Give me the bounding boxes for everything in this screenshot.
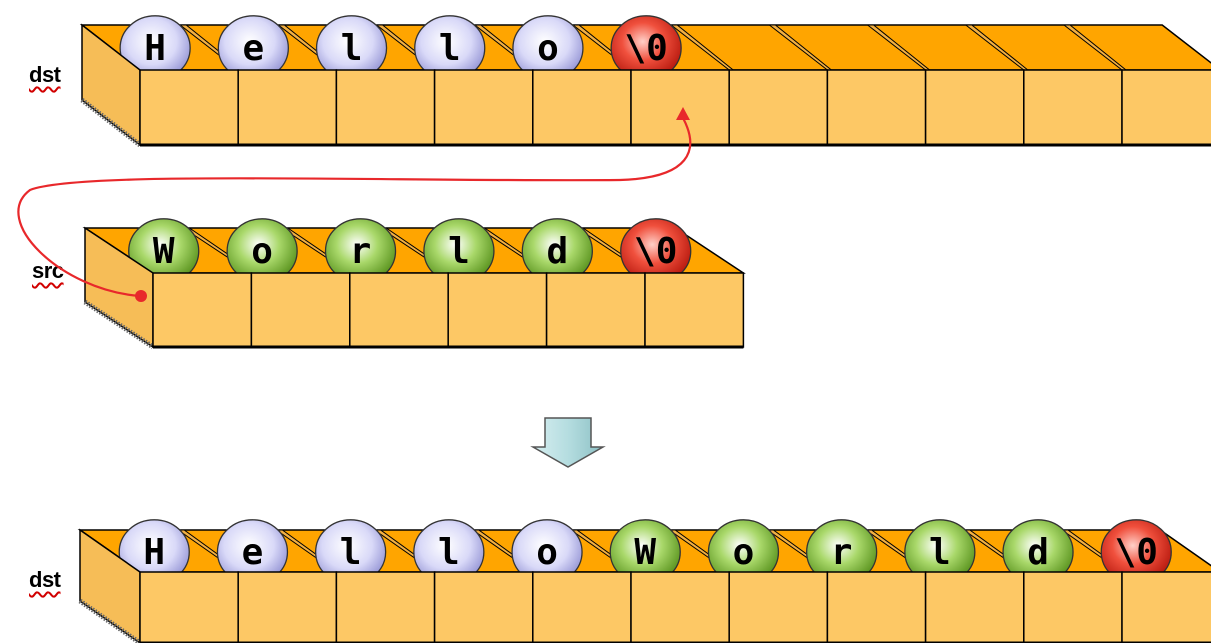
- copy-arrow-start-dot: [135, 290, 147, 302]
- dst-after-cell-0: [140, 572, 238, 643]
- down-arrow-icon: [533, 418, 603, 467]
- src-cell-1: [251, 273, 349, 347]
- char-label: r: [831, 532, 853, 573]
- char-label: \0: [634, 231, 677, 272]
- char-label: W: [153, 231, 175, 272]
- dst-before-cell-9: [1024, 70, 1122, 145]
- char-label: d: [1027, 532, 1049, 573]
- dst-before-cell-6: [729, 70, 827, 145]
- char-label: l: [340, 532, 362, 573]
- src-cell-2: [350, 273, 448, 347]
- dst-before-cell-2: [336, 70, 434, 145]
- dst-before-cell-8: [926, 70, 1024, 145]
- down-arrow-shape: [533, 418, 603, 467]
- dst-after-cell-4: [533, 572, 631, 643]
- char-label: H: [143, 532, 165, 573]
- char-label: l: [341, 28, 363, 69]
- dst-before-cell-5: [631, 70, 729, 145]
- dst-after-cell-1: [238, 572, 336, 643]
- char-label: e: [242, 532, 264, 573]
- dst-before-cell-7: [827, 70, 925, 145]
- dst-before-cell-4: [533, 70, 631, 145]
- dst-after-cell-8: [926, 572, 1024, 643]
- dst-before-cell-1: [238, 70, 336, 145]
- char-label: e: [243, 28, 265, 69]
- char-label: d: [546, 231, 568, 272]
- src-cell-3: [448, 273, 546, 347]
- char-label: r: [350, 231, 372, 272]
- dst-after-cell-3: [435, 572, 533, 643]
- char-label: o: [537, 28, 559, 69]
- dst-after-cell-7: [827, 572, 925, 643]
- char-label: o: [536, 532, 558, 573]
- dst-after-cell-2: [336, 572, 434, 643]
- dst-after-cell-10: [1122, 572, 1211, 643]
- dst-before-cell-0: [140, 70, 238, 145]
- char-label: o: [733, 532, 755, 573]
- char-label: W: [634, 532, 656, 573]
- dst-after-cell-9: [1024, 572, 1122, 643]
- dst-before-cell-10: [1122, 70, 1211, 145]
- char-label: \0: [1115, 532, 1158, 573]
- char-label: H: [144, 28, 166, 69]
- char-label: l: [929, 532, 951, 573]
- dst-before-cell-3: [435, 70, 533, 145]
- char-label: \0: [624, 28, 667, 69]
- char-label: l: [448, 231, 470, 272]
- char-label: l: [439, 28, 461, 69]
- char-label: o: [251, 231, 273, 272]
- dst-after-cell-6: [729, 572, 827, 643]
- dst-after-cell-5: [631, 572, 729, 643]
- src-cell-4: [547, 273, 645, 347]
- src-cell-0: [153, 273, 251, 347]
- char-label: l: [438, 532, 460, 573]
- src-cell-5: [645, 273, 743, 347]
